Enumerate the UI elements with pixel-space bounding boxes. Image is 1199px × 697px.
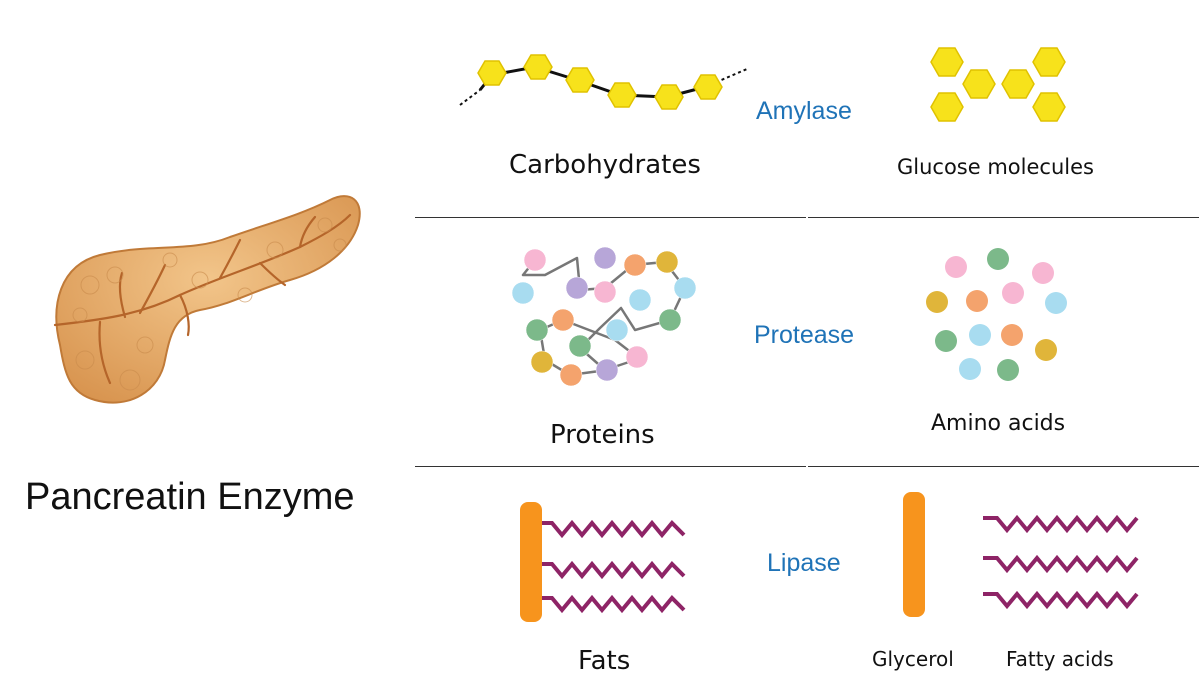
main-title: Pancreatin Enzyme	[25, 476, 355, 518]
fat-molecule-icon	[520, 502, 686, 622]
protein-chain-icon	[511, 246, 697, 387]
enzyme-amylase: Amylase	[756, 97, 852, 125]
product-fatty-acids: Fatty acids	[1006, 647, 1114, 671]
divider-row1-right	[808, 217, 1199, 218]
substrate-proteins: Proteins	[550, 420, 655, 450]
substrate-carbohydrates: Carbohydrates	[509, 150, 701, 180]
divider-row1-left	[415, 217, 806, 218]
enzyme-lipase: Lipase	[767, 549, 841, 577]
fatty-acids-icon	[983, 514, 1139, 610]
divider-row2-right	[808, 466, 1199, 467]
glucose-molecules-icon	[930, 47, 1066, 122]
enzyme-protease: Protease	[754, 321, 855, 349]
substrate-fats: Fats	[578, 646, 631, 676]
carbohydrate-chain-icon	[459, 54, 748, 110]
pancreas-illustration	[53, 195, 361, 404]
product-glucose-molecules: Glucose molecules	[897, 155, 1094, 179]
divider-row2-left	[415, 466, 806, 467]
product-amino-acids: Amino acids	[931, 411, 1066, 436]
glycerol-icon	[903, 492, 925, 617]
product-glycerol: Glycerol	[872, 647, 954, 671]
amino-acids-icon	[926, 248, 1067, 381]
